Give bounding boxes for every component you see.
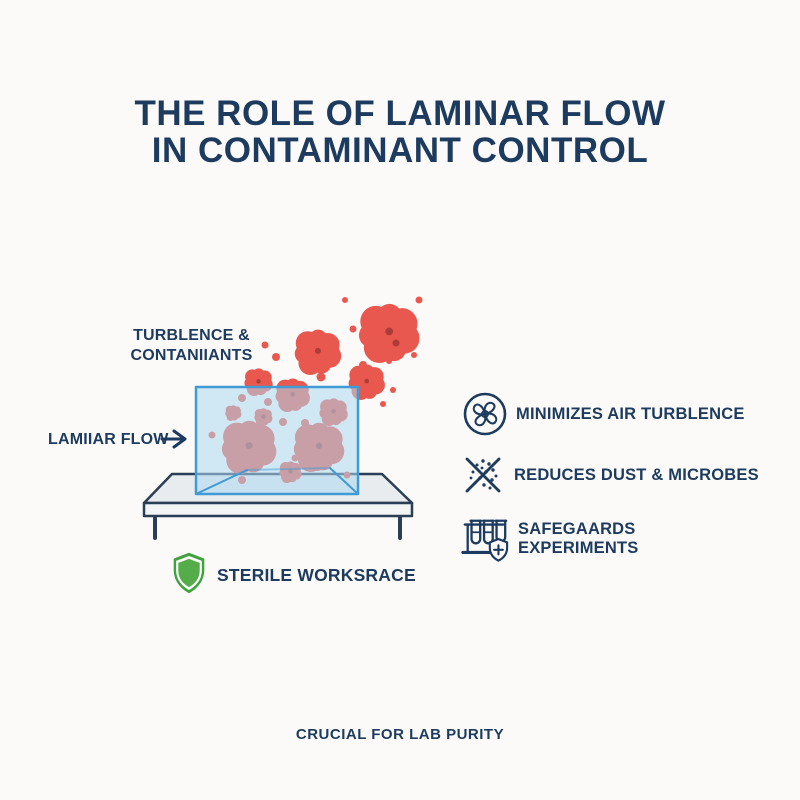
benefit-label: SAFEGAARDS EXPERIMENTS xyxy=(518,520,639,557)
fan-icon xyxy=(462,391,508,437)
test-tubes-shield-icon xyxy=(460,513,510,565)
laminar-flow-label: LAMIIAR FLOW xyxy=(48,431,169,448)
shield-icon xyxy=(171,551,207,600)
benefit-item-air-turbulence: MINIMIZES AIR TURBLENCE xyxy=(462,391,745,437)
right-arrow-icon xyxy=(160,429,187,449)
laminar-flow-illustration xyxy=(142,296,423,540)
benefit-item-safeguards: SAFEGAARDS EXPERIMENTS xyxy=(460,513,638,565)
page-title: THE ROLE OF LAMINAR FLOW IN CONTAMINANT … xyxy=(0,95,800,169)
turbulence-contaminants-label: TURBLENCE & CONTANIIANTS xyxy=(130,327,253,364)
laminar-flow-box xyxy=(194,385,360,496)
page-title-line2: IN CONTAMINANT CONTROL xyxy=(151,131,649,170)
page-title-line1: THE ROLE OF LAMINAR FLOW xyxy=(134,94,666,133)
sterile-workspace-row: STERILE WORKSRACE xyxy=(171,551,416,600)
crossed-dust-icon xyxy=(460,452,506,498)
sterile-workspace-label: STERILE WORKSRACE xyxy=(217,565,416,585)
benefit-label: MINIMIZES AIR TURBLENCE xyxy=(516,404,745,423)
footer-caption: CRUCIAL FOR LAB PURITY xyxy=(295,726,505,743)
benefit-label: REDUCES DUST & MICROBES xyxy=(514,465,759,484)
benefit-item-dust-microbes: REDUCES DUST & MICROBES xyxy=(460,452,759,498)
